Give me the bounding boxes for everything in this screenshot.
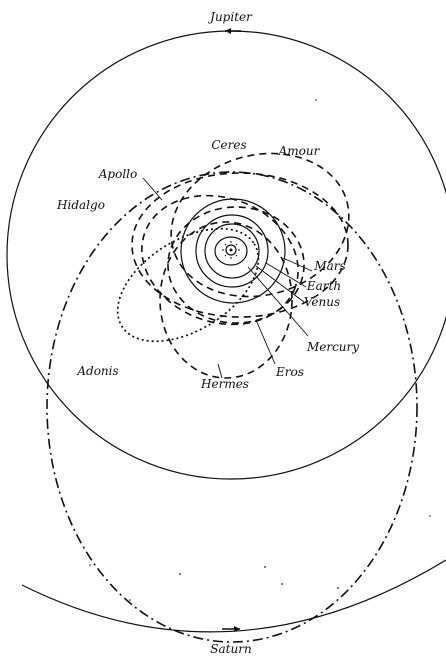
label-mars: Mars — [313, 259, 345, 273]
sun-icon — [222, 241, 240, 259]
leader-earth — [266, 263, 306, 287]
label-ceres: Ceres — [211, 138, 246, 152]
label-saturn: Saturn — [210, 642, 251, 656]
orbit-hidalgo — [47, 172, 417, 642]
label-mercury: Mercury — [306, 340, 359, 354]
speck — [315, 99, 317, 101]
orbit-adonis — [98, 206, 278, 365]
speck — [337, 587, 339, 589]
leader-eros — [256, 320, 275, 364]
jupiter-direction-arrow-icon — [225, 28, 241, 34]
orbit-hermes — [160, 222, 292, 378]
orbit-jupiter — [7, 31, 446, 479]
orbit-saturn — [22, 560, 446, 632]
speck — [281, 583, 283, 585]
speck — [429, 515, 431, 517]
label-adonis: Adonis — [76, 364, 118, 378]
label-apollo: Apollo — [98, 167, 137, 181]
label-amour: Amour — [278, 144, 321, 158]
leader-apollo — [143, 178, 162, 200]
label-jupiter: Jupiter — [207, 10, 253, 24]
label-venus: Venus — [304, 295, 340, 309]
label-eros: Eros — [275, 365, 304, 379]
label-hermes: Hermes — [200, 377, 249, 391]
speck — [129, 599, 131, 601]
speck — [179, 573, 181, 575]
label-hidalgo: Hidalgo — [56, 198, 105, 212]
speck — [89, 564, 91, 566]
label-earth: Earth — [306, 279, 341, 293]
speck — [264, 566, 266, 568]
leader-hermes — [218, 364, 222, 378]
